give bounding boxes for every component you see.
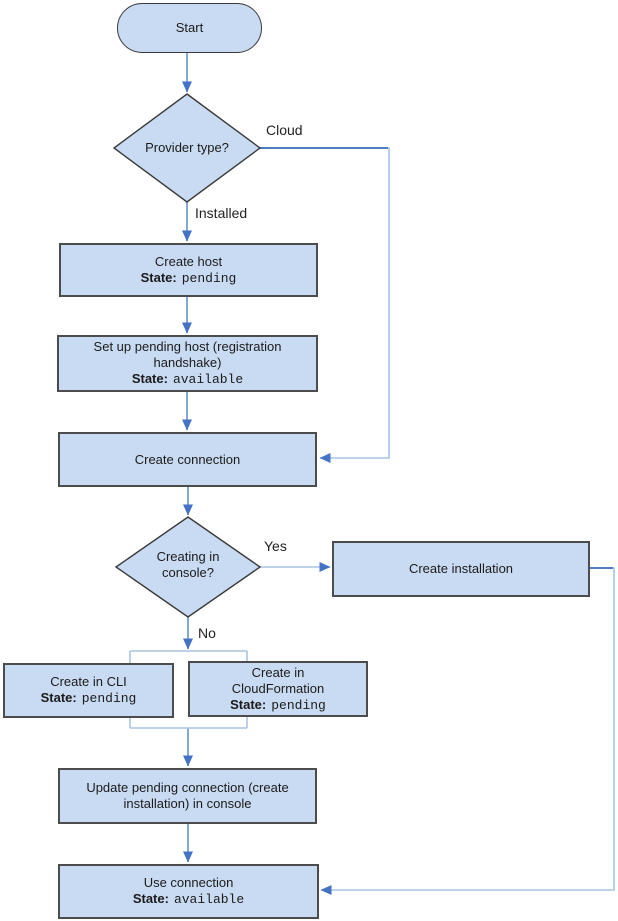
state-label: State: — [132, 891, 169, 906]
node-create-cloudformation-title: Create in CloudFormation — [231, 664, 325, 696]
decision-creating-in-console-label: Creating in console? — [156, 549, 220, 580]
node-create-cli: Create in CLI State: pending — [3, 663, 174, 718]
node-update-pending-connection-title: Update pending connection (create instal… — [86, 780, 289, 811]
state-label: State: — [131, 371, 168, 386]
state-value: available — [173, 892, 245, 907]
node-setup-host-state: State: available — [132, 371, 243, 388]
node-create-cloudformation: Create in CloudFormation State:pending — [188, 661, 368, 717]
edge-label-installed: Installed — [195, 205, 248, 221]
edge-label-yes: Yes — [264, 538, 287, 554]
state-label: State: — [230, 696, 267, 712]
decision-provider-type-label-wrap: Provider type? — [120, 138, 254, 158]
decision-creating-in-console-label-wrap: Creating in console? — [138, 547, 238, 583]
node-create-connection: Create connection — [58, 432, 317, 487]
node-start: Start — [117, 3, 262, 53]
node-create-cli-title: Create in CLI — [50, 674, 127, 689]
state-value: available — [172, 372, 244, 387]
edge-installation-to-use-connection — [320, 567, 615, 895]
state-value: pending — [81, 691, 137, 706]
state-value: pending — [271, 697, 326, 713]
node-create-installation: Create installation — [332, 541, 590, 597]
node-start-label: Start — [175, 20, 204, 35]
edge-cloud-branch — [260, 147, 390, 463]
node-use-connection-state: State: available — [133, 891, 244, 908]
edge-label-cloud: Cloud — [266, 122, 303, 138]
node-create-connection-title: Create connection — [134, 451, 241, 467]
node-create-host-title: Create host — [154, 253, 223, 269]
node-create-cli-state: State: pending — [41, 690, 137, 707]
decision-provider-type — [112, 93, 262, 203]
decision-provider-type-label: Provider type? — [145, 140, 229, 155]
decision-creating-in-console — [114, 516, 262, 618]
node-create-cloudformation-state: State:pending — [230, 697, 326, 714]
node-create-host: Create host State:pending — [59, 243, 318, 297]
node-create-host-state: State:pending — [141, 270, 237, 287]
node-create-installation-title: Create installation — [408, 561, 514, 576]
node-use-connection: Use connection State: available — [58, 864, 319, 919]
node-setup-host: Set up pending host (registration handsh… — [57, 335, 318, 392]
state-value: pending — [181, 270, 237, 286]
state-label: State: — [140, 269, 177, 285]
node-update-pending-connection: Update pending connection (create instal… — [58, 768, 317, 824]
node-use-connection-title: Use connection — [143, 875, 234, 890]
node-setup-host-title: Set up pending host (registration handsh… — [93, 339, 282, 370]
edge-label-no: No — [198, 625, 216, 641]
state-label: State: — [40, 690, 77, 705]
